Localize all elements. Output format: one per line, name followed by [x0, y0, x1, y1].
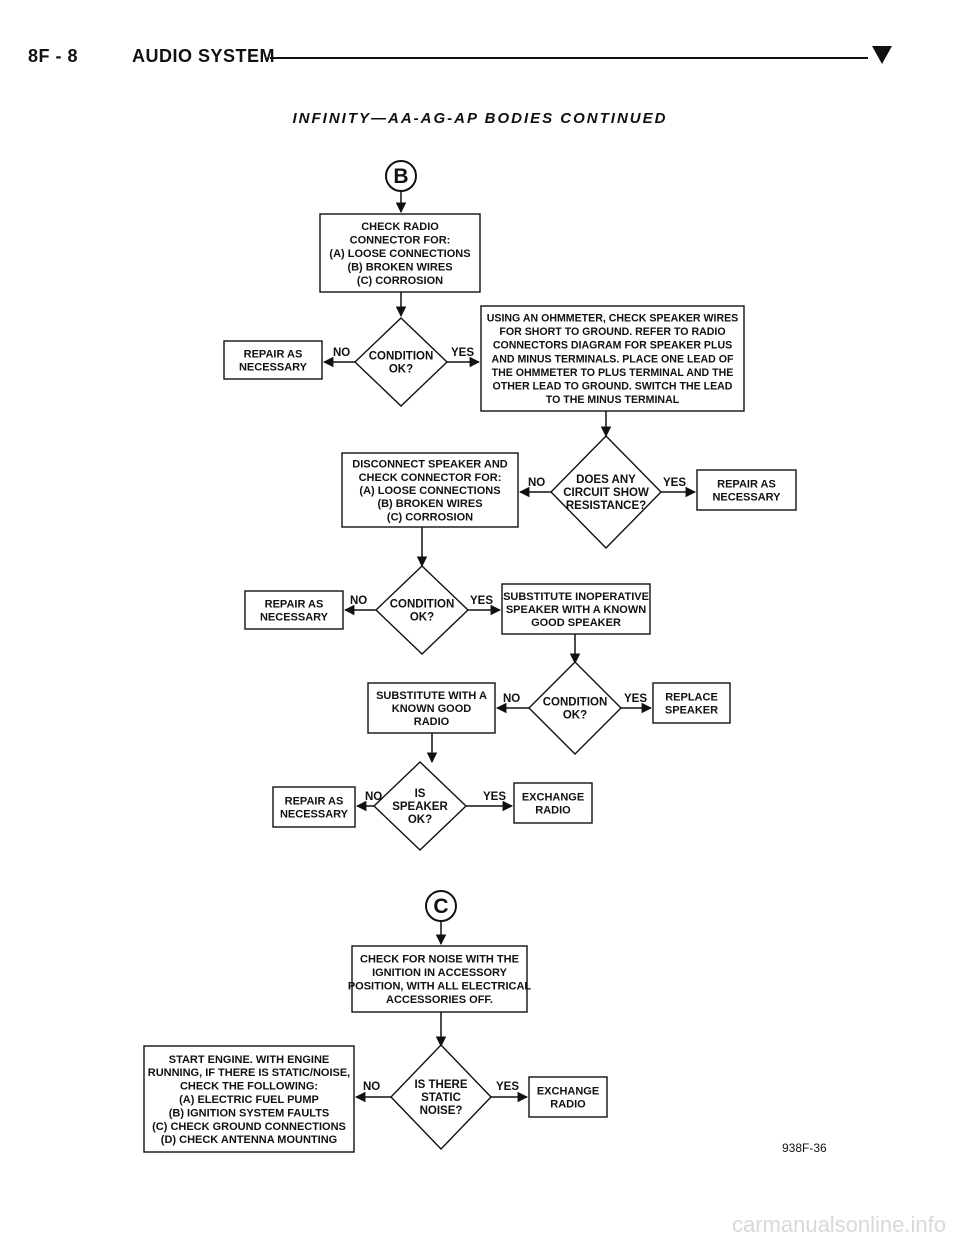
header-rule — [270, 57, 868, 59]
yes-label-3: YES — [470, 595, 493, 607]
no-label-2: NO — [528, 477, 545, 489]
no-label-5: NO — [365, 791, 382, 803]
connector-b: B — [385, 160, 417, 192]
connector-c-label: C — [433, 895, 448, 918]
down-triangle-icon — [872, 46, 892, 64]
page-number: 8F - 8 — [28, 46, 79, 66]
diagram-title: INFINITY—AA-AG-AP BODIES CONTINUED — [292, 110, 668, 127]
yes-label-4: YES — [624, 693, 647, 705]
yes-label-2: YES — [663, 477, 686, 489]
no-label-3: NO — [350, 595, 367, 607]
no-label-6: NO — [363, 1081, 380, 1093]
figure-id: 938F-36 — [782, 1141, 827, 1155]
connector-b-label: B — [393, 165, 408, 188]
connector-c: C — [425, 890, 457, 922]
yes-label-1: YES — [451, 347, 474, 359]
page-header: 8F - 8 AUDIO SYSTEM — [22, 44, 942, 74]
yes-label-6: YES — [496, 1081, 519, 1093]
no-label-1: NO — [333, 347, 350, 359]
no-label-4: NO — [503, 693, 520, 705]
section-title: AUDIO SYSTEM — [132, 46, 276, 66]
yes-label-5: YES — [483, 791, 506, 803]
watermark: carmanualsonline.info — [731, 1212, 946, 1237]
